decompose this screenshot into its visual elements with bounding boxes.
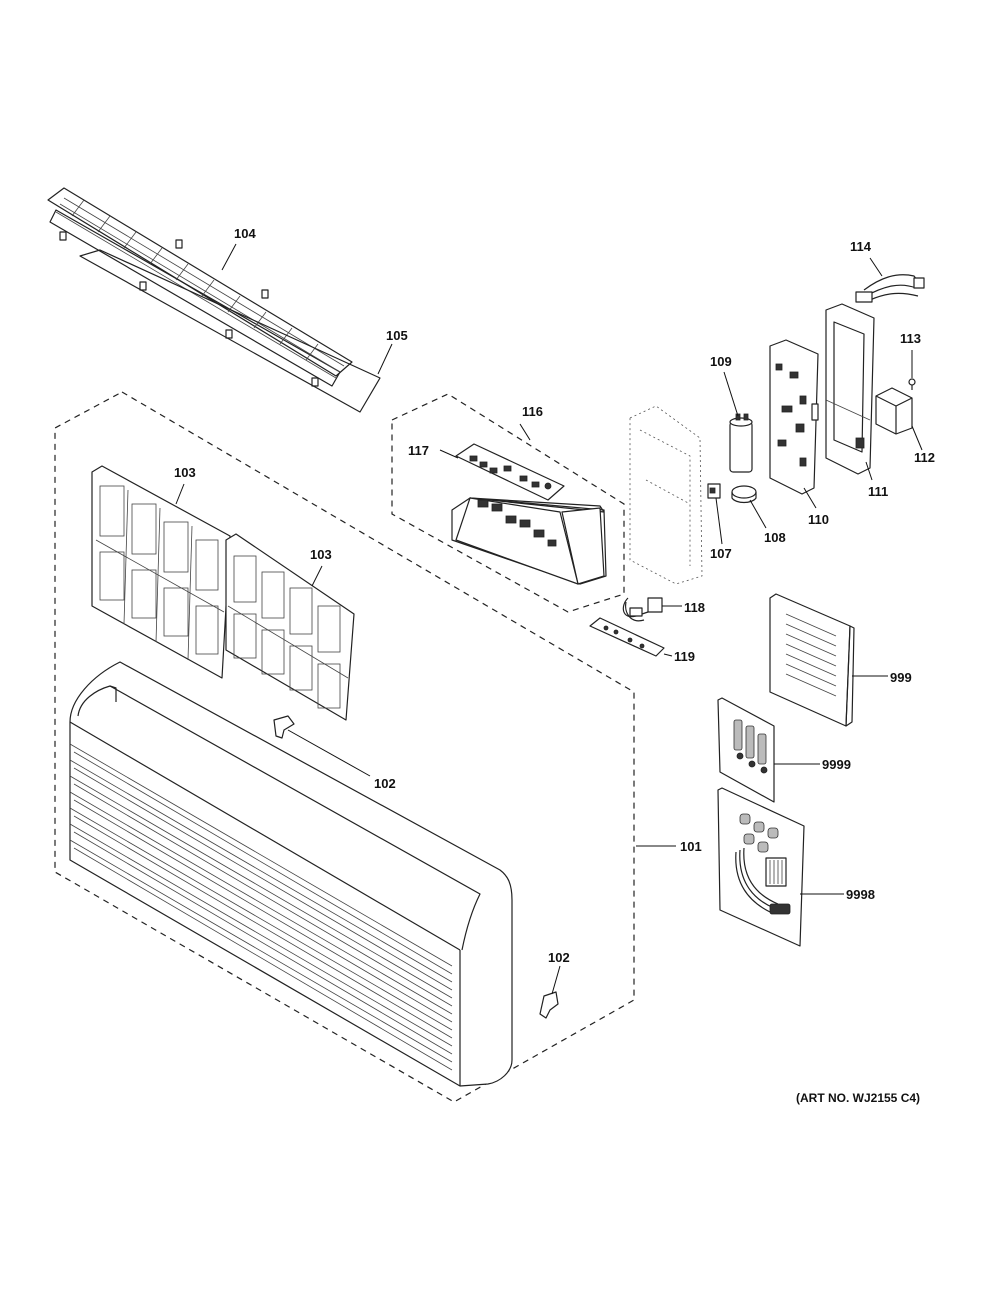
part-105-deflector-sheet[interactable] (79, 249, 381, 413)
callout-107: 107 (710, 546, 732, 561)
callout-103: 103 (174, 465, 196, 480)
part-117-keypad-overlay[interactable] (455, 443, 565, 501)
control-mounting-bracket (629, 405, 703, 585)
callout-111: 111 (868, 484, 888, 499)
part-118-wire-harness[interactable] (622, 597, 663, 622)
callout-999: 999 (890, 670, 912, 685)
part-999-owners-manual[interactable] (769, 593, 855, 727)
callout-116: 116 (522, 404, 543, 419)
group-116-boundary (391, 393, 625, 613)
callout-108: 108 (764, 530, 786, 545)
callout-105: 105 (386, 328, 408, 343)
part-114-wire-harness[interactable] (855, 274, 925, 303)
part-107-thermistor[interactable] (707, 483, 721, 499)
callout-101: 101 (680, 839, 702, 854)
part-9998-wiring-kit[interactable] (717, 787, 805, 947)
callout-112: 112 (914, 450, 935, 465)
callout-9998: 9998 (846, 887, 875, 902)
callout-102: 102 (548, 950, 570, 965)
part-101-front-cabinet[interactable] (69, 661, 513, 1087)
callout-110: 110 (808, 512, 829, 527)
part-9999-hardware-kit[interactable] (717, 697, 775, 803)
part-102-clip-upper[interactable] (273, 715, 295, 739)
part-104-discharge-grille[interactable] (47, 187, 353, 387)
callout-117: 117 (408, 443, 429, 458)
part-103-filter-left[interactable] (91, 465, 231, 679)
callout-103: 103 (310, 547, 332, 562)
part-111-board-enclosure[interactable] (825, 303, 875, 475)
part-116-control-housing[interactable] (451, 497, 607, 585)
callout-109: 109 (710, 354, 732, 369)
part-110-control-board[interactable] (769, 339, 819, 495)
callout-114: 114 (850, 239, 872, 254)
part-113-screw[interactable] (908, 378, 916, 390)
callout-102: 102 (374, 776, 396, 791)
part-119-display-board[interactable] (589, 617, 665, 657)
part-109-capacitor[interactable] (729, 413, 753, 473)
art-number: (ART NO. WJ2155 C4) (796, 1091, 920, 1105)
callout-113: 113 (900, 331, 921, 346)
part-103-filter-right[interactable] (225, 533, 355, 721)
callout-9999: 9999 (822, 757, 851, 772)
callout-119: 119 (674, 649, 695, 664)
part-108-capacitor-strap[interactable] (731, 485, 757, 504)
callout-104: 104 (234, 226, 256, 241)
part-102-clip-lower[interactable] (539, 991, 559, 1019)
part-112-transformer[interactable] (875, 387, 913, 435)
callout-118: 118 (684, 600, 705, 615)
